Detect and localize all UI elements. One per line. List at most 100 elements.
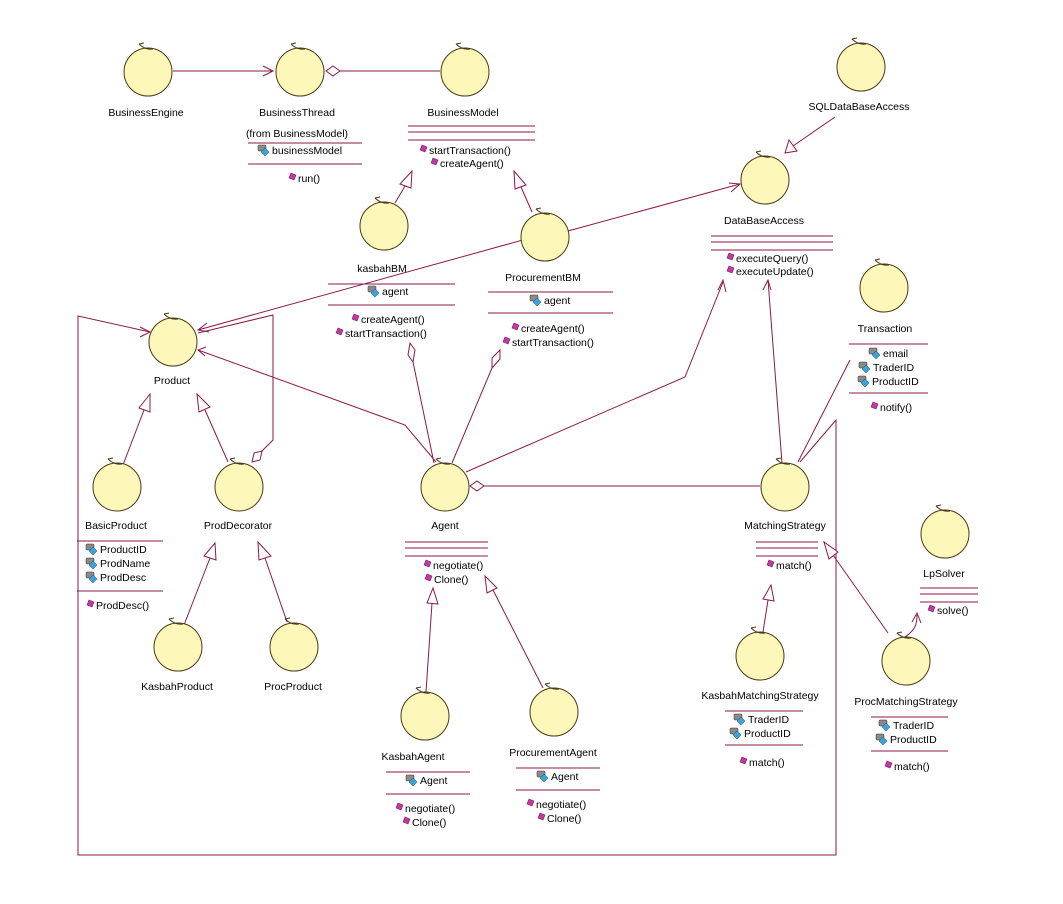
entity-icon-kasbahmatchingstrategy[interactable]	[735, 626, 785, 681]
attribute-kasbahbm[interactable]: agent	[367, 285, 408, 298]
entity-icon-kasbahbm[interactable]	[359, 196, 409, 251]
entity-icon-basicproduct[interactable]	[92, 457, 142, 512]
operation-label: startTransaction()	[512, 337, 594, 349]
entity-icon-agent[interactable]	[420, 457, 470, 512]
attribute-procurementbm[interactable]: agent	[529, 294, 570, 307]
class-name-kasbahagent[interactable]: KasbahAgent	[381, 751, 444, 763]
class-name-procproduct[interactable]: ProcProduct	[264, 681, 322, 693]
generalization-sql-dba	[792, 116, 836, 147]
operation-procurementbm[interactable]: startTransaction()	[502, 336, 594, 349]
operation-icon	[351, 313, 360, 322]
attribute-procmatchingstrategy[interactable]: TraderID	[878, 719, 934, 732]
attribute-label: ProductID	[100, 544, 147, 556]
operation-icon	[726, 265, 735, 274]
class-name-proddecorator[interactable]: ProdDecorator	[204, 520, 273, 532]
attribute-basicproduct[interactable]: ProdName	[85, 557, 150, 570]
operation-matchingstrategy[interactable]: match()	[766, 559, 812, 572]
class-name-procurementagent[interactable]: ProcurementAgent	[509, 747, 597, 759]
generalization-procproduct-proddecorator	[264, 557, 288, 623]
class-name-procmatchingstrategy[interactable]: ProcMatchingStrategy	[854, 696, 958, 708]
attribute-kasbahmatchingstrategy[interactable]: ProductID	[729, 727, 791, 740]
generalization-triangle	[138, 392, 151, 413]
class-name-procurementbm[interactable]: ProcurementBM	[505, 272, 581, 284]
operation-businessmodel[interactable]: createAgent()	[430, 157, 504, 170]
attribute-procmatchingstrategy[interactable]: ProductID	[875, 733, 937, 746]
operation-agent[interactable]: negotiate()	[423, 559, 483, 572]
entity-icon-businessthread[interactable]	[275, 42, 325, 97]
entity-icon-sqldatabaseaccess[interactable]	[836, 37, 886, 92]
entity-icon-businessmodel[interactable]	[440, 42, 490, 97]
entity-icon-kasbahagent[interactable]	[400, 686, 450, 741]
operation-kasbahagent[interactable]: Clone()	[402, 816, 446, 829]
attribute-transaction[interactable]: email	[868, 347, 908, 360]
operation-kasbahagent[interactable]: negotiate()	[395, 802, 455, 815]
attribute-icon	[868, 347, 881, 360]
class-name-businessmodel[interactable]: BusinessModel	[427, 107, 498, 119]
generalization-kasbahbm-businessmodel	[394, 185, 406, 204]
entity-icon-kasbahproduct[interactable]	[153, 617, 203, 672]
entity-icons	[92, 37, 970, 741]
operation-transaction[interactable]: notify()	[870, 401, 912, 414]
class-name-sqldatabaseaccess[interactable]: SQLDataBaseAccess	[809, 101, 910, 113]
attribute-icon	[367, 285, 380, 298]
operation-label: match()	[894, 761, 930, 773]
entity-icon-product[interactable]	[148, 312, 198, 367]
operation-icon	[537, 812, 546, 821]
class-name-basicproduct[interactable]: BasicProduct	[85, 520, 147, 532]
operation-procurementagent[interactable]: Clone()	[537, 812, 581, 825]
class-name-lpsolver[interactable]: LpSolver	[923, 568, 965, 580]
class-name-product[interactable]: Product	[154, 375, 190, 387]
operation-kasbahbm[interactable]: startTransaction()	[335, 327, 427, 340]
operation-agent[interactable]: Clone()	[424, 573, 468, 586]
assoc-loop-product	[77, 315, 837, 856]
class-name-transaction[interactable]: Transaction	[858, 323, 913, 335]
class-name-kasbahproduct[interactable]: KasbahProduct	[141, 681, 213, 693]
attribute-label: businessModel	[272, 145, 342, 157]
arrowhead	[911, 611, 922, 624]
entity-icon-procproduct[interactable]	[269, 617, 319, 672]
arrowhead	[717, 278, 727, 293]
attribute-transaction[interactable]: ProductID	[857, 375, 919, 388]
operation-label: notify()	[880, 402, 912, 414]
class-name-databaseaccess[interactable]: DataBaseAccess	[724, 215, 804, 227]
entity-icon-procmatchingstrategy[interactable]	[881, 631, 931, 686]
attribute-transaction[interactable]: TraderID	[858, 361, 914, 374]
operation-kasbahbm[interactable]: createAgent()	[351, 313, 425, 326]
class-name-kasbahbm[interactable]: kasbahBM	[357, 263, 407, 275]
operation-kasbahmatchingstrategy[interactable]: match()	[739, 756, 785, 769]
entity-icon-procurementagent[interactable]	[529, 682, 579, 737]
entity-icon-lpsolver[interactable]	[920, 504, 970, 559]
entity-icon-proddecorator[interactable]	[214, 457, 264, 512]
operation-lpsolver[interactable]: solve()	[927, 604, 969, 617]
class-name-matchingstrategy[interactable]: MatchingStrategy	[744, 520, 826, 532]
class-name-businessengine[interactable]: BusinessEngine	[108, 107, 183, 119]
entity-icon-transaction[interactable]	[859, 258, 909, 313]
operation-procurementbm[interactable]: createAgent()	[511, 322, 585, 335]
operation-businessthread[interactable]: run()	[288, 172, 320, 185]
entity-icon-businessengine[interactable]	[123, 42, 173, 97]
generalization-procurementagent-agent	[492, 589, 544, 689]
class-name-kasbahmatchingstrategy[interactable]: KasbahMatchingStrategy	[701, 690, 819, 702]
operation-databaseaccess[interactable]: executeQuery()	[726, 252, 808, 265]
aggregation-procurementbm-agent	[451, 367, 493, 464]
attribute-kasbahmatchingstrategy[interactable]: TraderID	[733, 713, 789, 726]
operation-businessmodel[interactable]: startTransaction()	[419, 144, 511, 157]
attribute-kasbahagent[interactable]: Agent	[405, 774, 448, 787]
entity-icon-matchingstrategy[interactable]	[760, 457, 810, 512]
attribute-businessthread[interactable]: businessModel	[257, 144, 342, 157]
attribute-basicproduct[interactable]: ProdDesc	[85, 571, 146, 584]
class-name-agent[interactable]: Agent	[431, 520, 459, 532]
generalization-triangle	[784, 138, 798, 154]
entity-icon-procurementbm[interactable]	[520, 207, 570, 262]
class-name-businessthread[interactable]: BusinessThread	[259, 107, 335, 119]
operation-basicproduct[interactable]: ProdDesc()	[86, 599, 149, 612]
attribute-procurementagent[interactable]: Agent	[536, 770, 579, 783]
operation-procurementagent[interactable]: negotiate()	[526, 798, 586, 811]
operation-procmatchingstrategy[interactable]: match()	[884, 760, 930, 773]
entity-icon-databaseaccess[interactable]	[740, 150, 790, 205]
generalization-triangle	[399, 169, 413, 189]
attribute-basicproduct[interactable]: ProductID	[85, 543, 147, 556]
operation-databaseaccess[interactable]: executeUpdate()	[726, 265, 814, 278]
aggregation-kasbahbm-agent	[412, 361, 435, 464]
assoc-matching-dba	[767, 279, 783, 464]
